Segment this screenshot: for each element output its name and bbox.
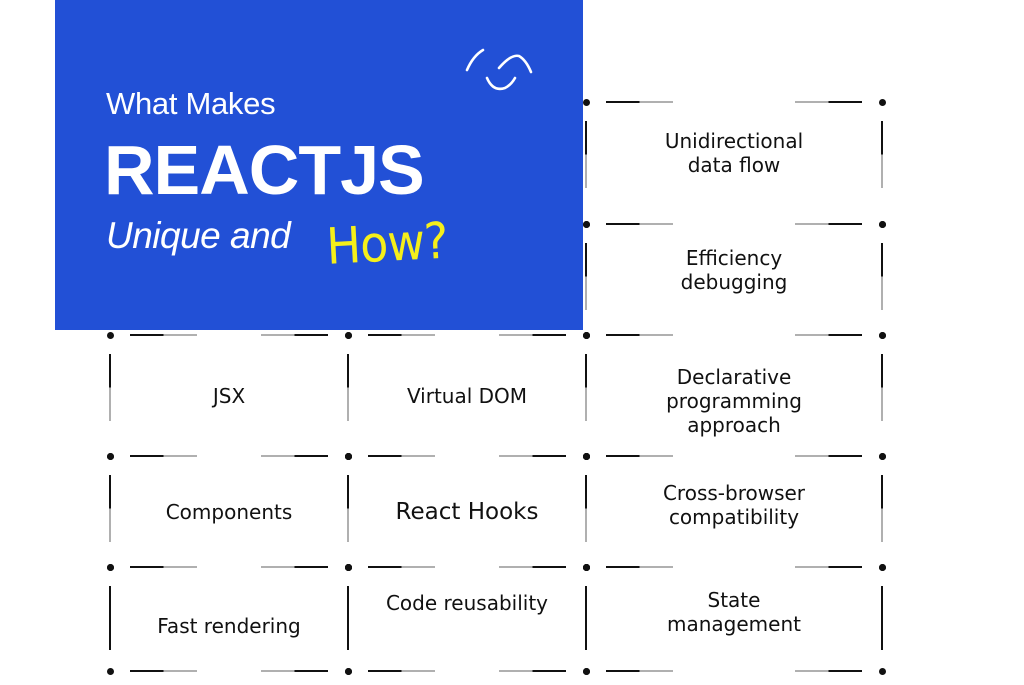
feature-label: Declarative programming approach — [666, 364, 802, 437]
feature-cell: Efficiency debugging — [583, 221, 886, 339]
feature-label: State management — [667, 588, 801, 636]
feature-cell: Fast rendering — [107, 564, 352, 675]
edge-segment — [606, 101, 673, 103]
edge-segment — [368, 566, 435, 568]
corner-dot — [345, 564, 352, 571]
edge-segment — [881, 475, 883, 542]
edge-segment — [109, 475, 111, 542]
edge-segment — [881, 354, 883, 421]
hero-title-line3: Unique and — [106, 215, 291, 256]
edge-segment — [347, 475, 349, 542]
feature-cell: Unidirectional data flow — [583, 99, 886, 228]
feature-cell: JSX — [107, 332, 352, 460]
edge-segment — [109, 586, 111, 650]
corner-dot — [879, 99, 886, 106]
corner-dot — [583, 221, 590, 228]
edge-segment — [881, 586, 883, 650]
hero-accent-how: How? — [325, 211, 449, 276]
edge-segment — [499, 455, 566, 457]
corner-dot — [107, 332, 114, 339]
edge-segment — [130, 670, 197, 672]
corner-dot — [345, 332, 352, 339]
edge-segment — [606, 455, 673, 457]
corner-dot — [107, 564, 114, 571]
hero-panel: What Makes REACTJS Unique and How? — [55, 0, 583, 330]
corner-dot — [583, 332, 590, 339]
feature-label: Cross-browser compatibility — [662, 480, 806, 529]
feature-cell: React Hooks — [345, 453, 590, 571]
edge-segment — [585, 475, 587, 542]
edge-segment — [606, 566, 673, 568]
feature-cell: State management — [583, 564, 886, 675]
edge-segment — [347, 354, 349, 421]
edge-segment — [130, 334, 197, 336]
corner-dot — [107, 453, 114, 460]
corner-dot — [583, 564, 590, 571]
edge-segment — [585, 121, 587, 188]
edge-segment — [881, 121, 883, 188]
feature-label: Efficiency debugging — [680, 245, 788, 294]
corner-dot — [107, 668, 114, 675]
edge-segment — [795, 670, 862, 672]
edge-segment — [795, 101, 862, 103]
corner-dot — [879, 668, 886, 675]
corner-dot — [879, 564, 886, 571]
corner-dot — [583, 668, 590, 675]
edge-segment — [795, 334, 862, 336]
smile-swoosh-logo-icon — [465, 48, 533, 91]
feature-label: Fast rendering — [157, 614, 301, 638]
edge-segment — [261, 334, 328, 336]
corner-dot — [583, 453, 590, 460]
hero-title-line1: What Makes — [106, 86, 276, 121]
edge-segment — [881, 243, 883, 310]
feature-cell: Components — [107, 453, 352, 571]
edge-segment — [499, 334, 566, 336]
edge-segment — [499, 566, 566, 568]
corner-dot — [879, 332, 886, 339]
corner-dot — [345, 453, 352, 460]
feature-cell: Cross-browser compatibility — [583, 453, 886, 571]
edge-segment — [368, 334, 435, 336]
feature-label: Components — [165, 499, 293, 524]
edge-segment — [795, 223, 862, 225]
edge-segment — [261, 670, 328, 672]
feature-cell: Code reusability — [345, 564, 590, 675]
feature-label: Unidirectional data flow — [664, 129, 804, 177]
corner-dot — [879, 221, 886, 228]
edge-segment — [606, 223, 673, 225]
edge-segment — [606, 334, 673, 336]
corner-dot — [879, 453, 886, 460]
corner-dot — [345, 668, 352, 675]
edge-segment — [130, 455, 197, 457]
edge-segment — [368, 670, 435, 672]
feature-cell: Declarative programming approach — [583, 332, 886, 460]
edge-segment — [130, 566, 197, 568]
edge-segment — [585, 586, 587, 650]
edge-segment — [795, 455, 862, 457]
feature-label: Code reusability — [385, 591, 549, 615]
edge-segment — [261, 455, 328, 457]
edge-segment — [585, 354, 587, 421]
corner-dot — [583, 99, 590, 106]
edge-segment — [499, 670, 566, 672]
feature-cell: Virtual DOM — [345, 332, 590, 460]
edge-segment — [368, 455, 435, 457]
feature-label: JSX — [212, 383, 246, 408]
hero-title-reactjs: REACTJS — [104, 131, 425, 209]
feature-label: React Hooks — [395, 498, 539, 525]
edge-segment — [585, 243, 587, 310]
edge-segment — [109, 354, 111, 421]
edge-segment — [606, 670, 673, 672]
edge-segment — [795, 566, 862, 568]
feature-label: Virtual DOM — [406, 383, 528, 408]
edge-segment — [261, 566, 328, 568]
edge-segment — [347, 586, 349, 650]
